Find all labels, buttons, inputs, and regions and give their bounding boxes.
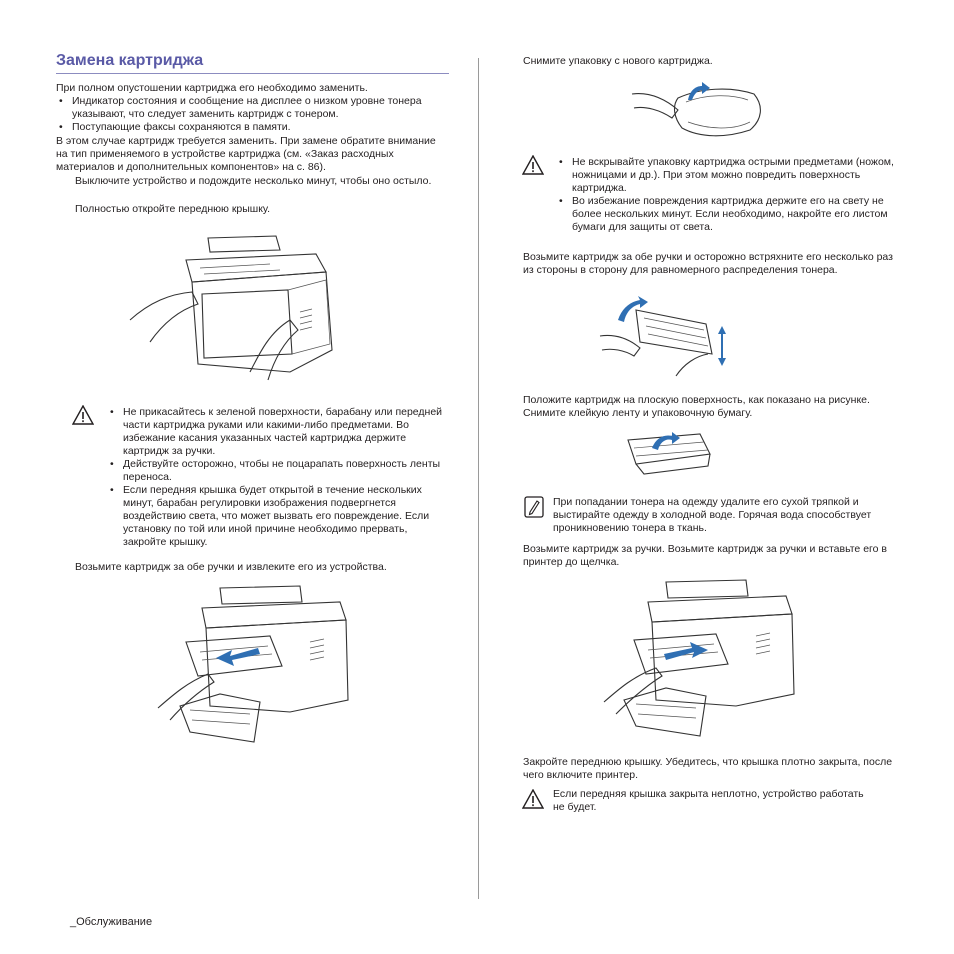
intro-block: При полном опустошении картриджа его нео… <box>56 82 451 174</box>
printer-open-cover-illustration <box>120 232 350 382</box>
step-unpack: Снимите упаковку с нового картриджа. <box>523 55 713 67</box>
caution-bullets-1: Не прикасайтесь к зеленой поверхности, б… <box>107 406 452 549</box>
caution-block-2 <box>522 155 544 175</box>
intro-bullets: Индикатор состояния и сообщение на диспл… <box>56 95 451 134</box>
caution-block-3 <box>522 789 544 809</box>
type-note: В этом случае картридж требуется заменит… <box>56 135 436 173</box>
list-item: Индикатор состояния и сообщение на диспл… <box>56 95 451 121</box>
step-shake: Возьмите картридж за обе ручки и осторож… <box>523 251 893 276</box>
column-divider <box>478 58 479 899</box>
list-item: Поступающие факсы сохраняются в памяти. <box>56 121 451 134</box>
step-insert-cartridge: Возьмите картридж за ручки. Возьмите кар… <box>523 543 887 568</box>
remove-cartridge-illustration <box>150 582 355 747</box>
footer-section-label: _Обслуживание <box>70 916 153 928</box>
note-block <box>524 496 544 518</box>
step-open-cover: Полностью откройте переднюю крышку. <box>75 203 271 215</box>
list-item: Не вскрывайте упаковку картриджа острыми… <box>556 156 901 195</box>
close-cover-warning: Если передняя крышка закрыта неплотно, у… <box>553 788 864 813</box>
warning-triangle-icon <box>72 405 94 425</box>
list-item: Во избежание повреждения картриджа держи… <box>556 195 901 234</box>
intro-text: При полном опустошении картриджа его нео… <box>56 82 368 94</box>
list-item: Действуйте осторожно, чтобы не поцарапат… <box>107 458 452 484</box>
unpack-cartridge-illustration <box>630 80 770 142</box>
warning-triangle-icon <box>522 155 544 175</box>
step-power-off: Выключите устройство и подождите несколь… <box>75 175 432 187</box>
remove-tape-illustration <box>622 428 718 478</box>
caution-bullets-2: Не вскрывайте упаковку картриджа острыми… <box>556 156 901 234</box>
step-remove-tape: Положите картридж на плоскую поверхность… <box>523 394 870 419</box>
note-pencil-icon <box>524 496 544 518</box>
shake-cartridge-illustration <box>596 292 730 378</box>
toner-note: При попадании тонера на одежду удалите е… <box>553 496 872 534</box>
list-item: Если передняя крышка будет открытой в те… <box>107 484 452 549</box>
title-underline <box>56 73 449 74</box>
step-remove-cartridge: Возьмите картридж за обе ручки и извлеки… <box>75 561 387 573</box>
section-title: Замена картриджа <box>56 52 204 69</box>
caution-block-1 <box>72 405 94 425</box>
step-close-cover: Закройте переднюю крышку. Убедитесь, что… <box>523 756 893 781</box>
list-item: Не прикасайтесь к зеленой поверхности, б… <box>107 406 452 458</box>
warning-triangle-icon <box>522 789 544 809</box>
insert-cartridge-illustration <box>600 578 800 743</box>
